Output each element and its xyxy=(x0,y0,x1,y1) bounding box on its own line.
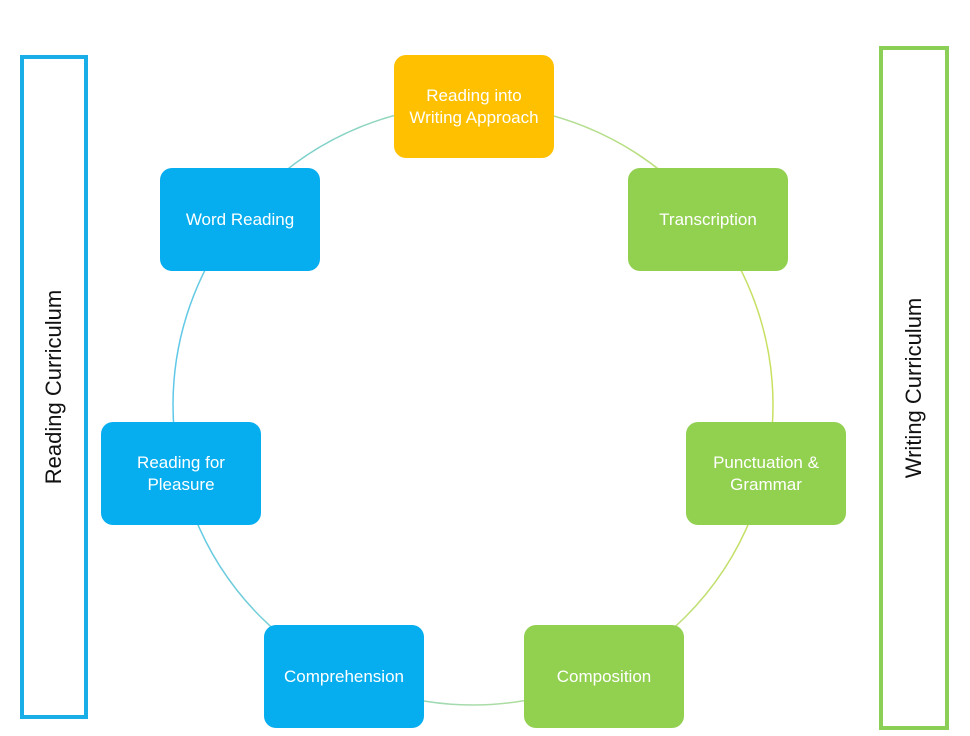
reading-curriculum-panel: Reading Curriculum xyxy=(20,55,88,719)
node-label: Comprehension xyxy=(283,666,404,686)
node-comprehension: Comprehension xyxy=(264,625,424,728)
node-transcription: Transcription xyxy=(628,168,788,271)
node-composition: Composition xyxy=(524,625,684,728)
node-punctuation-grammar: Punctuation & Grammar xyxy=(686,422,846,525)
node-reading-into-writing-approach: Reading into Writing Approach xyxy=(394,55,554,158)
node-label: Punctuation & Grammar xyxy=(713,452,819,494)
node-reading-for-pleasure: Reading for Pleasure xyxy=(101,422,261,525)
writing-curriculum-panel: Writing Curriculum xyxy=(879,46,949,730)
node-label: Word Reading xyxy=(185,209,295,229)
node-label: Reading for Pleasure xyxy=(137,452,225,494)
node-label: Composition xyxy=(556,666,652,686)
node-label: Reading into Writing Approach xyxy=(409,85,539,127)
node-word-reading: Word Reading xyxy=(160,168,320,271)
node-label: Transcription xyxy=(659,209,757,229)
